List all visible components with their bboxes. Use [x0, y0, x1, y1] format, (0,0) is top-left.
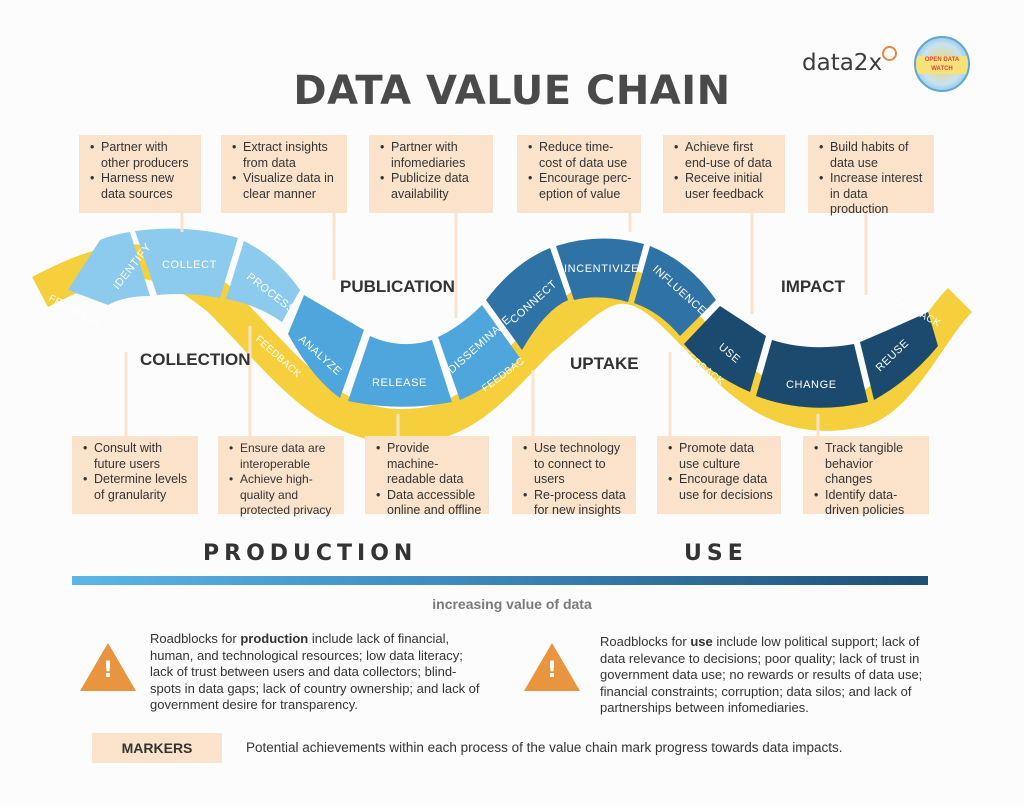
production-label: PRODUCTION — [203, 541, 418, 566]
box-bullet: Publicize data availability — [380, 171, 487, 202]
segment-label: CHANGE — [786, 379, 837, 391]
bottom-box-influence: Promote data use cultureEncourage data u… — [657, 436, 781, 514]
stage-impact: IMPACT — [781, 277, 845, 296]
bottom-connectors — [124, 326, 820, 436]
warning-triangle-icon — [524, 643, 580, 691]
roadblock-keyword: use — [690, 634, 713, 649]
use-label: USE — [684, 541, 748, 566]
segment-influence[interactable] — [634, 246, 716, 336]
open-data-watch-logo: OPEN DATA WATCH — [914, 36, 970, 92]
box-bullet: Extract insights from data — [232, 140, 341, 171]
box-bullet: Ensure data are interoperable — [229, 441, 338, 472]
odw-logo-text: OPEN DATA WATCH — [916, 56, 968, 74]
top-connectors — [180, 212, 868, 318]
warning-mark: ! — [102, 658, 114, 683]
data2x-logo-dot-icon — [882, 46, 897, 61]
data2x-logo: data2x — [802, 50, 883, 76]
segment-use[interactable] — [684, 306, 766, 392]
top-box-reuse: Build habits of data useIncrease interes… — [808, 135, 934, 216]
bottom-box-process: Ensure data are interoperableAchieve hig… — [218, 436, 344, 517]
bottom-box-connect: Use technology to connect to usersRe-pro… — [512, 436, 636, 517]
segment-collect[interactable] — [135, 228, 238, 298]
roadblocks-production: Roadblocks for production include lack o… — [150, 631, 480, 714]
top-box-disseminate: Partner with infomediariesPublicize data… — [369, 135, 493, 213]
roadblock-prefix: Roadblocks for — [150, 631, 241, 646]
stage-uptake: UPTAKE — [570, 354, 639, 373]
bottom-box-release: Provide machine-readable dataData access… — [365, 436, 489, 517]
box-bullet: Identify data-driven policies — [814, 488, 923, 519]
box-bullet: Partner with infomediaries — [380, 140, 487, 171]
roadblock-text: include low political support; lack of d… — [600, 634, 923, 715]
segment-change[interactable] — [756, 340, 868, 408]
stage-publication: PUBLICATION — [340, 277, 455, 296]
roadblock-keyword: production — [240, 631, 309, 646]
box-bullet: Use technology to connect to users — [523, 441, 630, 488]
box-bullet: Harness new data sources — [90, 171, 195, 202]
segment-disseminate[interactable] — [438, 305, 520, 400]
stage-collection: COLLECTION — [140, 350, 251, 369]
box-bullet: Visualize data in clear manner — [232, 171, 341, 202]
bottom-box-change: Track tangible behavior changesIdentify … — [803, 436, 929, 517]
warning-mark: ! — [546, 658, 558, 683]
box-bullet: Provide machine-readable data — [376, 441, 483, 488]
box-bullet: Achieve high-quality and protected priva… — [229, 472, 338, 519]
top-box-collect: Partner with other producersHarness new … — [79, 135, 201, 213]
bottom-box-identify: Consult with future usersDetermine level… — [72, 436, 198, 514]
value-gradient-bar — [72, 576, 928, 585]
box-bullet: Promote data use culture — [668, 441, 775, 472]
box-bullet: Determine levels of granularity — [83, 472, 192, 503]
roadblock-prefix: Roadblocks for — [600, 634, 691, 649]
box-bullet: Consult with future users — [83, 441, 192, 472]
segment-analyze[interactable] — [288, 295, 364, 398]
segment-process[interactable] — [226, 241, 300, 322]
top-box-incentivize: Reduce time-cost of data useEncourage pe… — [517, 135, 641, 213]
wave-segments — [68, 228, 938, 408]
box-bullet: Increase interest in data production — [819, 171, 928, 218]
markers-description: Potential achievements within each proce… — [246, 740, 843, 755]
segment-incentivize[interactable] — [556, 238, 644, 302]
segment-release[interactable] — [348, 336, 452, 407]
top-box-use: Achieve first end-use of dataReceive ini… — [663, 135, 785, 213]
box-bullet: Re-process data for new insights — [523, 488, 630, 519]
segment-identify[interactable] — [68, 232, 150, 305]
box-bullet: Reduce time-cost of data use — [528, 140, 635, 171]
markers-label: MARKERS — [92, 733, 222, 763]
segment-label: RELEASE — [372, 377, 427, 389]
roadblock-text: include lack of financial, human, and te… — [150, 631, 480, 712]
box-bullet: Build habits of data use — [819, 140, 928, 171]
top-box-analyze: Extract insights from dataVisualize data… — [221, 135, 347, 213]
feedback-band — [32, 244, 973, 443]
warning-triangle-icon — [80, 643, 136, 691]
box-bullet: Encourage perc-eption of value — [528, 171, 635, 202]
box-bullet: Encourage data use for decisions — [668, 472, 775, 503]
roadblocks-use: Roadblocks for use include low political… — [600, 634, 934, 717]
box-bullet: Achieve first end-use of data — [674, 140, 779, 171]
segment-reuse[interactable] — [860, 312, 938, 400]
segment-connect[interactable] — [486, 248, 568, 350]
segment-label: COLLECT — [162, 259, 217, 271]
box-bullet: Track tangible behavior changes — [814, 441, 923, 488]
box-bullet: Partner with other producers — [90, 140, 195, 171]
page-title: DATA VALUE CHAIN — [293, 68, 731, 114]
box-bullet: Receive initial user feedback — [674, 171, 779, 202]
segment-label: INCENTIVIZE — [564, 263, 639, 275]
box-bullet: Data accessible online and offline — [376, 488, 483, 519]
value-caption: increasing value of data — [432, 596, 592, 612]
